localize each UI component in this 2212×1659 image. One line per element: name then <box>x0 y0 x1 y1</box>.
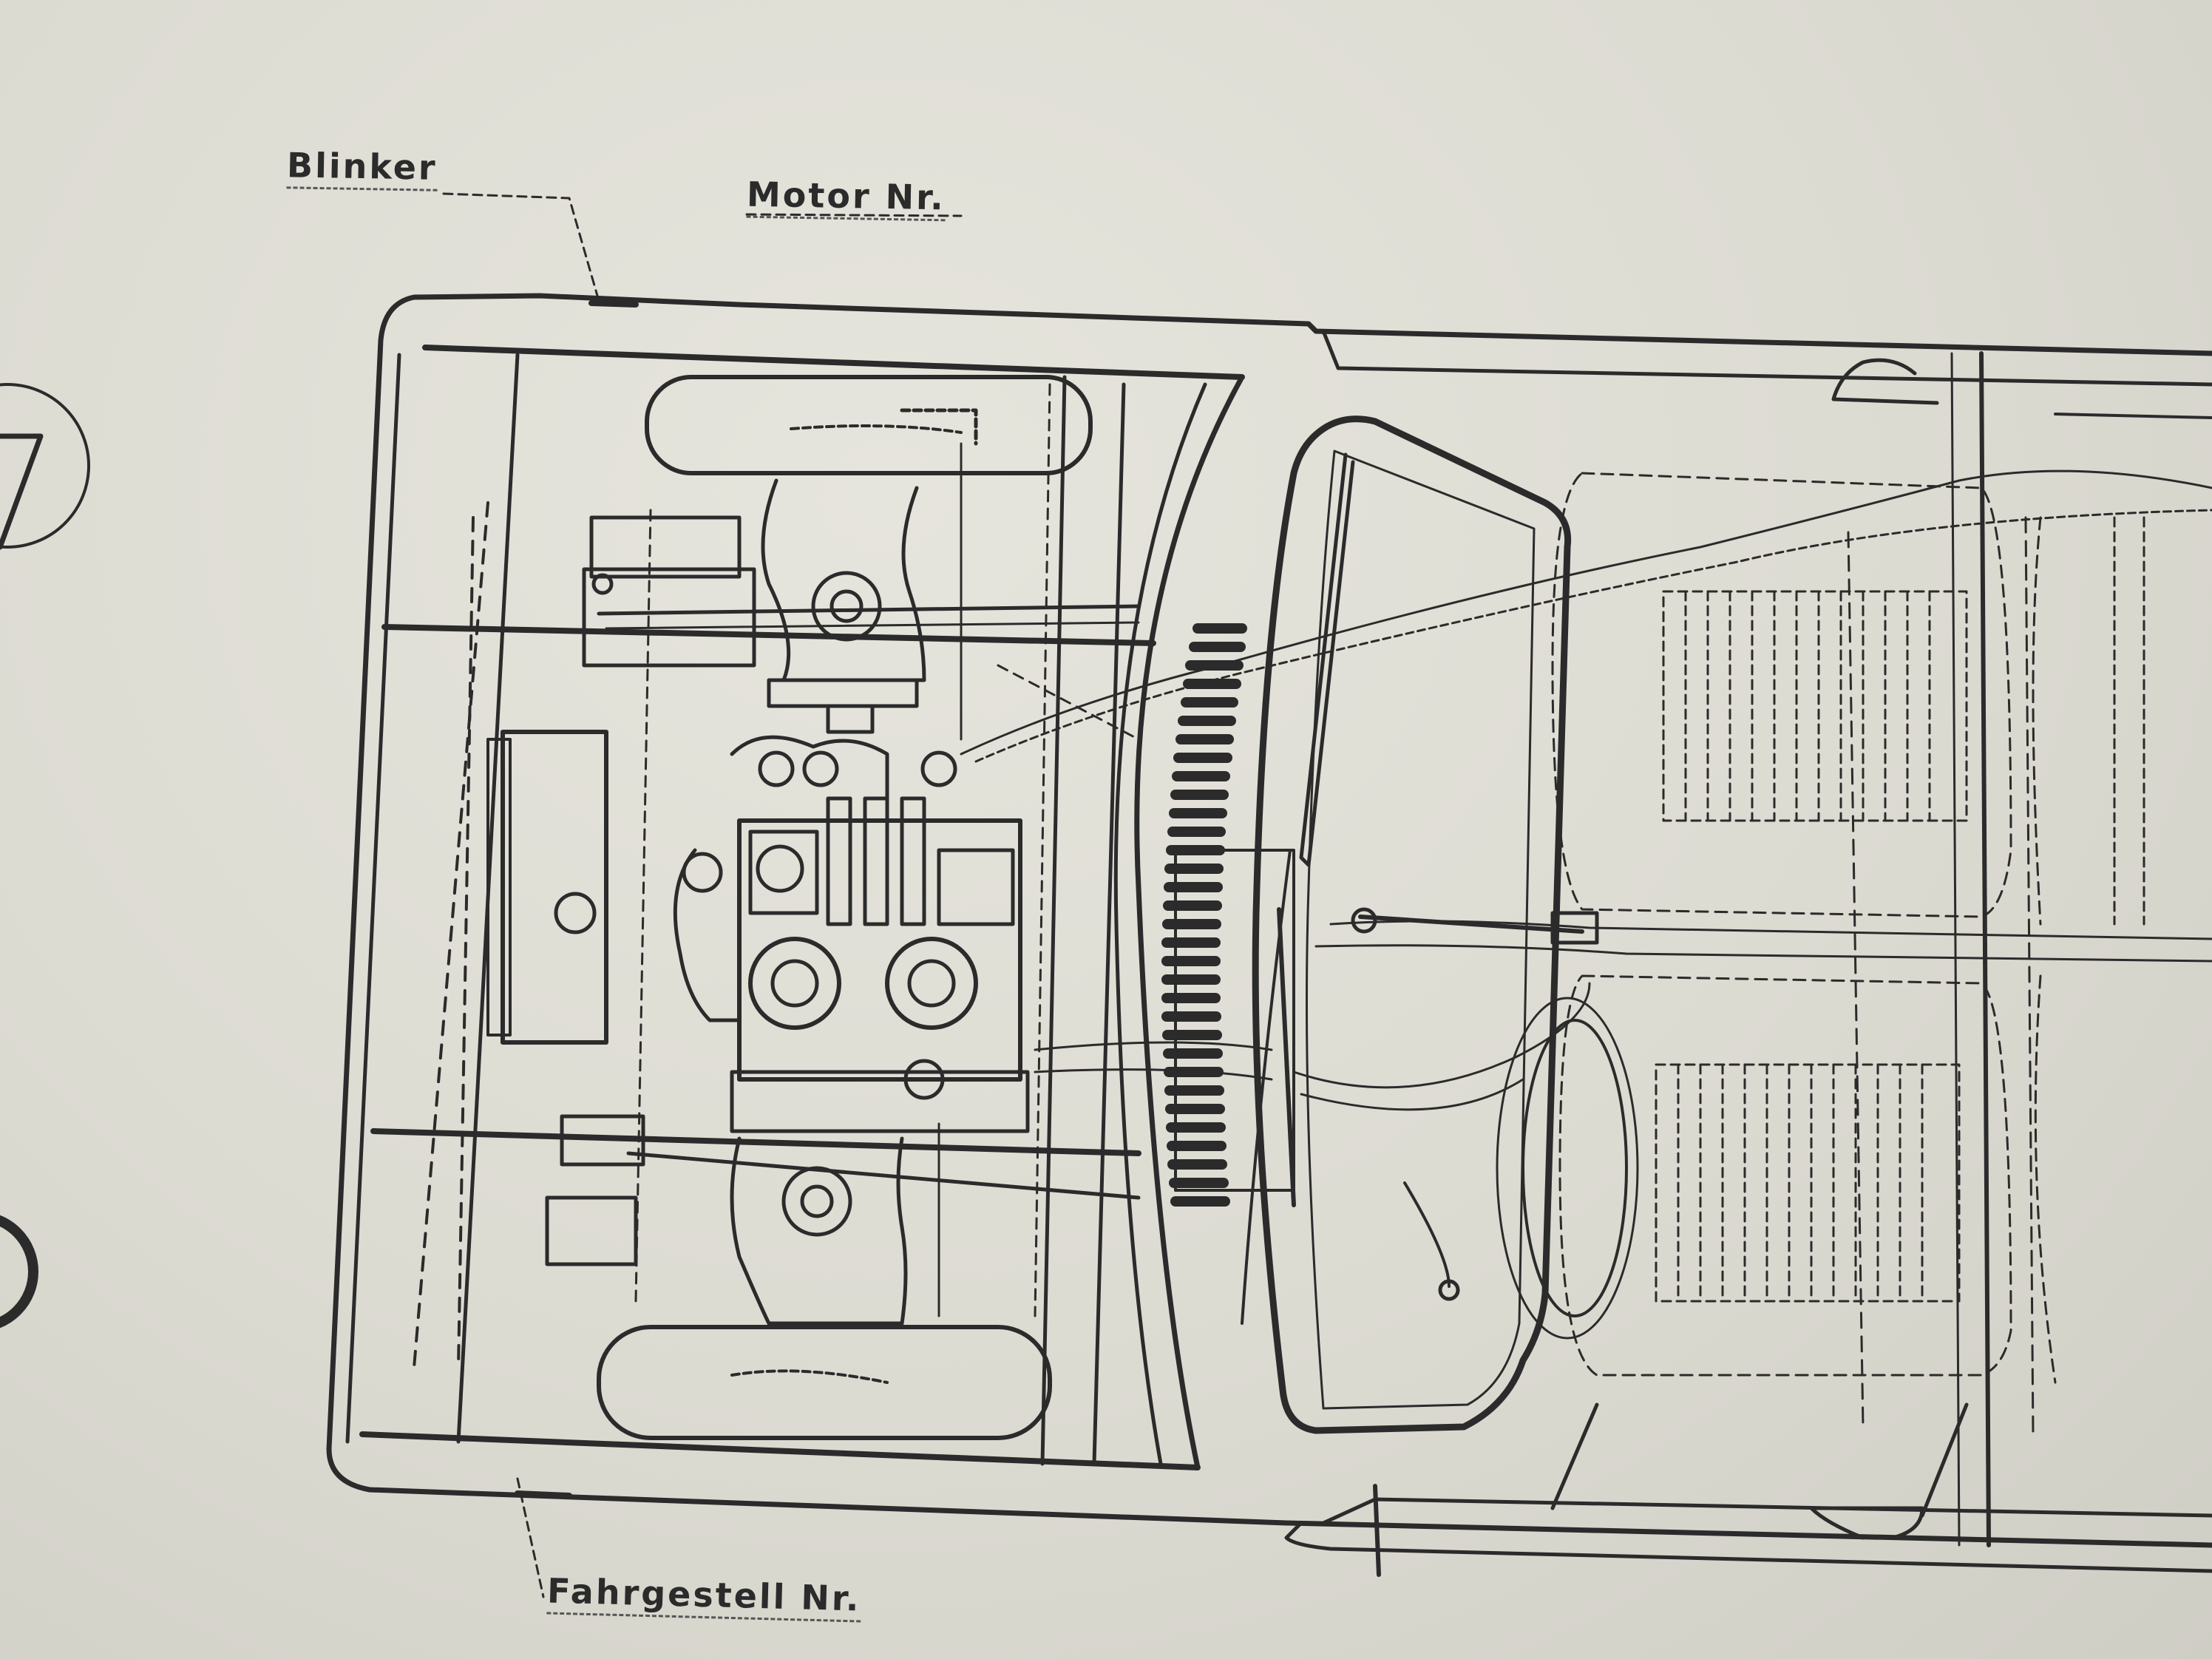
car-body-outline <box>326 293 2212 1573</box>
lower-sill <box>1373 1402 1969 1577</box>
seat-top <box>1551 472 2012 918</box>
steering-rods <box>597 442 1141 1317</box>
left-partial-circle <box>0 383 90 550</box>
front-wheel-top <box>645 375 1093 475</box>
steering-column <box>1351 907 1639 1340</box>
seat-bottom <box>1558 974 2012 1377</box>
engine-block <box>673 735 1030 1133</box>
center-tunnel <box>1847 516 2035 1436</box>
label-blinker: Blinker <box>286 145 438 191</box>
left-partial-wheel <box>0 1215 38 1329</box>
leader-lines <box>442 192 963 1598</box>
rear-seat-partial <box>2032 413 2212 1384</box>
blinker-marks <box>515 300 639 1499</box>
engine-bay-dashed <box>634 383 1140 1317</box>
cowl-vent-grille <box>1161 623 1247 1207</box>
front-bumper-dashed <box>413 501 489 1369</box>
front-wheel-bottom <box>597 1325 1052 1440</box>
radiator <box>486 730 645 1266</box>
air-filter <box>582 515 756 668</box>
suspension-upright-top <box>761 478 926 734</box>
label-fahrgestell-nr: Fahrgestell Nr. <box>546 1570 862 1623</box>
suspension-upright-bottom <box>730 1136 908 1326</box>
label-motor-nr: Motor Nr. <box>746 174 946 222</box>
dashboard-box <box>1174 849 1296 1207</box>
windshield <box>1241 415 1572 1434</box>
